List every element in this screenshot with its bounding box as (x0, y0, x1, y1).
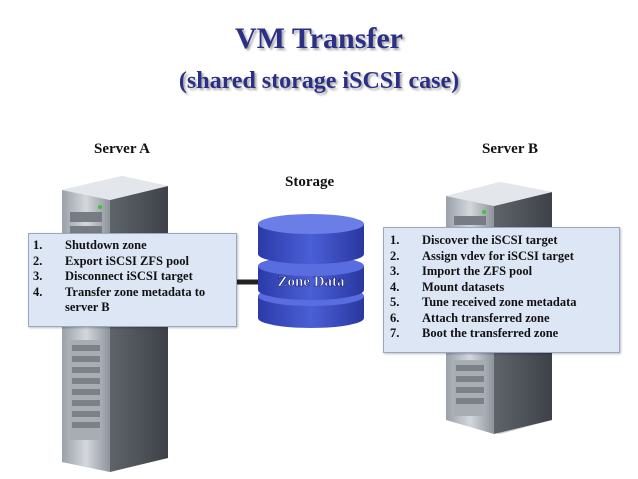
server-b-step: 7.Boot the transferred zone (390, 326, 559, 340)
server-a-step: 3.Disconnect iSCSI target (33, 269, 193, 283)
storage-label: Storage (285, 174, 335, 190)
server-b-step: 2.Assign vdev for iSCSI target (390, 248, 574, 263)
server-a-steps-list: 1.Shutdown zone 2.Export iSCSI ZFS pool … (33, 238, 236, 316)
server-a-step: 4.Transfer zone metadata to server B (33, 284, 206, 315)
page-subtitle: (shared storage iSCSI case) (178, 68, 460, 94)
storage-disk-stack-icon (258, 214, 364, 328)
server-a-label: Server A (94, 141, 150, 157)
server-a-step: 1.Shutdown zone (33, 238, 147, 252)
server-b-label: Server B (482, 141, 538, 157)
server-b-step: 3.Import the ZFS pool (390, 264, 533, 278)
server-b-step: 4.Mount datasets (390, 279, 505, 294)
server-b-step: 5.Tune received zone metadata (390, 295, 577, 309)
server-b-steps-list: 1.Discover the iSCSI target 2.Assign vde… (390, 233, 619, 342)
server-b-steps-box: 1.Discover the iSCSI target 2.Assign vde… (383, 227, 620, 353)
server-a-step: 2.Export iSCSI ZFS pool (33, 253, 189, 268)
server-a-steps-box: 1.Shutdown zone 2.Export iSCSI ZFS pool … (28, 233, 237, 327)
server-b-step: 6.Attach transferred zone (390, 310, 550, 325)
page-title: VM Transfer (234, 22, 404, 55)
zone-data-label: Zone Data (277, 274, 345, 290)
server-b-step: 1.Discover the iSCSI target (390, 233, 558, 247)
storage-disk-top (258, 214, 364, 264)
